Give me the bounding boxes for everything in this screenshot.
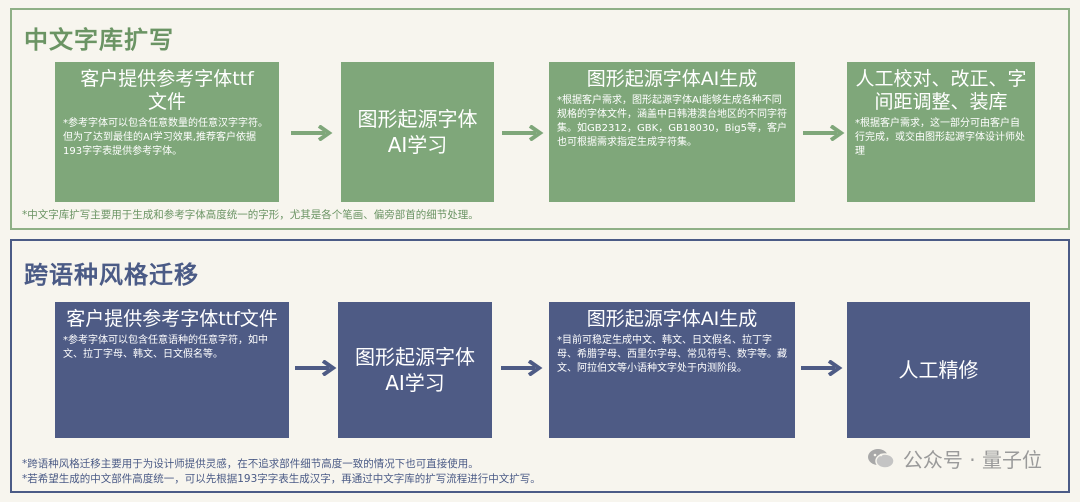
step-note: *参考字体可以包含任意数量的任意汉字字符。但为了达到最佳的AI学习效果,推荐客户… <box>63 118 268 157</box>
watermark-text: 公众号 · 量子位 <box>902 448 1042 472</box>
step-title: 图形起源字体AI生成 <box>586 308 758 330</box>
step-title: 图形起源字体AI学习 <box>357 107 478 157</box>
step-title: 客户提供参考字体ttf文件 <box>80 68 254 113</box>
step-title: 人工精修 <box>898 358 979 382</box>
step-ai-learning: 图形起源字体AI学习 <box>338 302 492 438</box>
step-client-reference-font: 客户提供参考字体ttf文件 *参考字体可以包含任意数量的任意汉字字符。但为了达到… <box>55 62 279 202</box>
step-title: 图形起源字体AI生成 <box>586 68 758 90</box>
step-ai-generation: 图形起源字体AI生成 *根据客户需求，图形起源字体AI能够生成各种不同规格的字体… <box>549 62 795 202</box>
step-note: *根据客户需求，图形起源字体AI能够生成各种不同规格的字体文件，涵盖中日韩港澳台… <box>557 95 787 148</box>
step-ai-generation: 图形起源字体AI生成 *目前可稳定生成中文、韩文、日文假名、拉丁字母、希腊字母、… <box>549 302 795 438</box>
section-title: 跨语种风格迁移 <box>24 261 199 289</box>
arrow-right-icon <box>295 360 337 376</box>
arrow-right-icon <box>502 125 544 141</box>
step-manual-refinement: 人工精修 <box>847 302 1030 438</box>
step-client-reference-font: 客户提供参考字体ttf文件 *参考字体可以包含任意语种的任意字符，如中文、拉丁字… <box>55 302 289 438</box>
footnote: *中文字库扩写主要用于生成和参考字体高度统一的字形，尤其是各个笔画、偏旁部首的细… <box>22 209 479 221</box>
footnote: *跨语种风格迁移主要用于为设计师提供灵感，在不追求部件细节高度一致的情况下也可直… <box>22 458 479 470</box>
step-note: *根据客户需求，这一部分可由客户自行完成，或交由图形起源字体设计师处理 <box>855 118 1025 157</box>
step-title: 人工校对、改正、字间距调整、装库 <box>855 68 1027 113</box>
arrow-right-icon <box>801 360 843 376</box>
arrow-right-icon <box>291 125 333 141</box>
step-ai-learning: 图形起源字体AI学习 <box>341 62 494 202</box>
section-cross-language-style-transfer: 跨语种风格迁移 客户提供参考字体ttf文件 *参考字体可以包含任意语种的任意字符… <box>10 239 1070 493</box>
step-note: *参考字体可以包含任意语种的任意字符，如中文、拉丁字母、韩文、日文假名等。 <box>63 335 268 360</box>
step-note: *目前可稳定生成中文、韩文、日文假名、拉丁字母、希腊字母、西里尔字母、常见符号、… <box>557 335 787 374</box>
step-title: 客户提供参考字体ttf文件 <box>66 308 278 330</box>
step-title: 图形起源字体AI学习 <box>355 345 475 395</box>
arrow-right-icon <box>501 360 543 376</box>
arrow-right-icon <box>803 125 845 141</box>
watermark: 公众号 · 量子位 <box>867 444 1042 473</box>
section-title: 中文字库扩写 <box>24 26 174 54</box>
section-chinese-font-expansion: 中文字库扩写 客户提供参考字体ttf文件 *参考字体可以包含任意数量的任意汉字字… <box>10 8 1070 230</box>
step-manual-proofreading: 人工校对、改正、字间距调整、装库 *根据客户需求，这一部分可由客户自行完成，或交… <box>847 62 1035 202</box>
wechat-icon <box>867 448 895 469</box>
footnote: *若希望生成的中文部件高度统一，可以先根据193字字表生成汉字，再通过中文字库的… <box>22 473 541 485</box>
